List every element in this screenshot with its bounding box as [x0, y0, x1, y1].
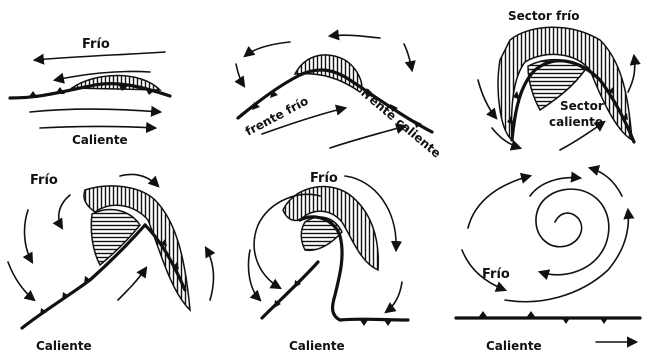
- label-caliente-sector: caliente: [549, 115, 603, 129]
- panel-6: Frío Caliente: [456, 168, 640, 353]
- label-sector: Sector: [560, 99, 604, 113]
- panel-1: Frío Caliente: [10, 37, 170, 147]
- panel-5: Frío Caliente: [248, 171, 408, 353]
- label-frente-caliente: frente caliente: [358, 86, 444, 161]
- label-caliente: Caliente: [486, 339, 542, 353]
- label-caliente: Caliente: [36, 339, 92, 353]
- label-sector-frio: Sector frío: [508, 9, 579, 23]
- panel-2: frente frío frente caliente: [236, 35, 444, 160]
- label-frio: Frío: [482, 267, 510, 282]
- warm-front: [340, 319, 408, 320]
- panel-3: Sector frío Sector caliente: [478, 9, 635, 150]
- label-frente-frio: frente frío: [243, 94, 311, 139]
- label-frio: Frío: [310, 171, 338, 186]
- label-frio: Frío: [30, 173, 58, 188]
- warm-air-hatch: [301, 217, 342, 250]
- panel-4: Frío Caliente: [8, 173, 213, 353]
- cold-front: [262, 262, 318, 318]
- label-caliente: Caliente: [72, 133, 128, 147]
- label-caliente: Caliente: [289, 339, 345, 353]
- label-frio: Frío: [82, 37, 110, 52]
